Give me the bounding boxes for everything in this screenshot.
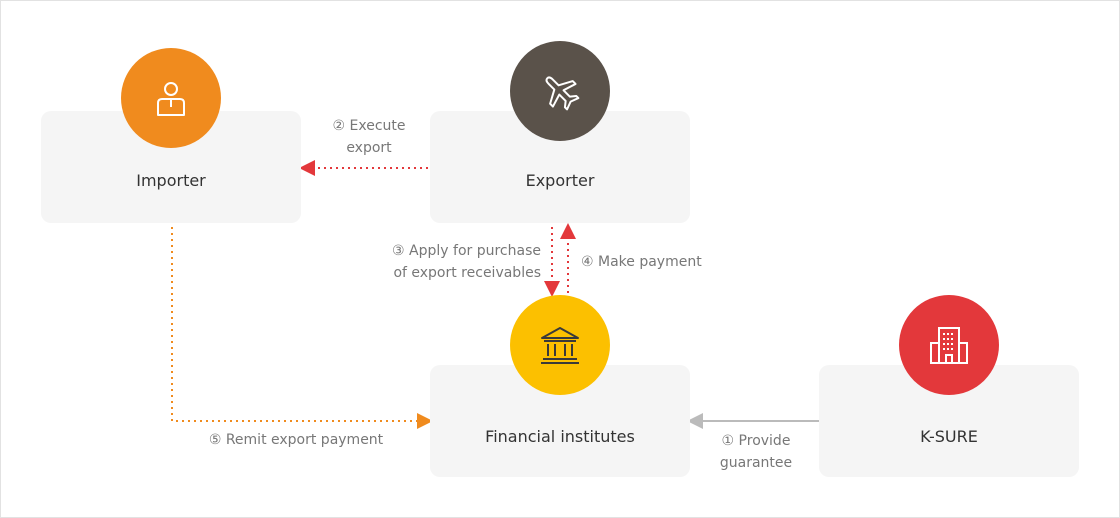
bank-icon	[541, 327, 579, 364]
step5-line1: ⑤ Remit export payment	[208, 432, 384, 448]
step3-label: ③ Apply for purchase of export receivabl…	[351, 240, 541, 284]
airplane-icon	[545, 76, 580, 111]
step3-line2: of export receivables	[393, 265, 541, 281]
financial-label: Financial institutes	[485, 427, 635, 446]
step3-line1: ③ Apply for purchase	[392, 243, 541, 259]
exporter-label: Exporter	[525, 171, 595, 190]
step4-line1: ④ Make payment	[581, 254, 702, 270]
exporter-circle	[510, 41, 610, 141]
financial-circle	[510, 295, 610, 395]
step2-label: ② Execute export	[319, 115, 419, 159]
arrow-remit-payment	[171, 227, 433, 429]
ksure-label: K-SURE	[920, 427, 978, 446]
step4-label: ④ Make payment	[581, 251, 731, 273]
step2-line2: export	[346, 140, 392, 156]
step1-line1: ① Provide	[721, 433, 791, 449]
step5-label: ⑤ Remit export payment	[191, 429, 401, 451]
ksure-circle	[899, 295, 999, 395]
person-icon	[157, 82, 185, 116]
step2-line1: ② Execute	[332, 118, 406, 134]
importer-circle	[121, 48, 221, 148]
importer-label: Importer	[136, 171, 206, 190]
building-icon	[930, 327, 968, 364]
step1-line2: guarantee	[719, 455, 793, 471]
step1-label: ① Provide guarantee	[706, 430, 806, 474]
